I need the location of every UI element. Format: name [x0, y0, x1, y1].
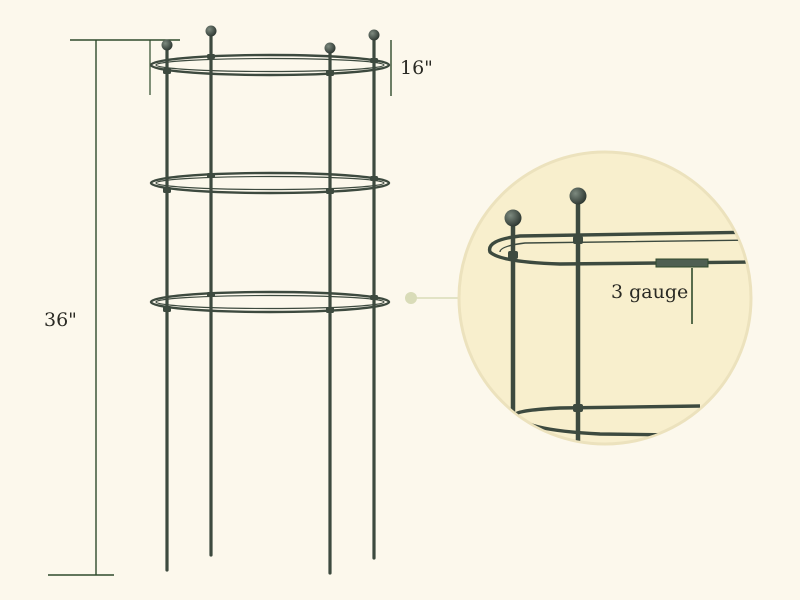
- plant-cage: [149, 25, 391, 575]
- cage-ball-cap-back-right: [368, 29, 380, 41]
- cage-ring-top: [149, 53, 391, 77]
- cage-ring-bottom: [149, 290, 391, 314]
- zoom-callout: 3 gauge: [457, 150, 753, 446]
- zoom-callout-circle: [457, 150, 753, 446]
- cage-ring-middle: [149, 171, 391, 195]
- wire-gauge-label: 3 gauge: [611, 281, 688, 303]
- height-dimension-label: 36": [44, 309, 77, 331]
- height-dimension: [48, 39, 180, 576]
- cage-ball-cap-front-right: [324, 42, 336, 54]
- zoom-ball-cap-back: [569, 187, 587, 205]
- cage-ball-cap-back-left: [205, 25, 217, 37]
- callout-connector: [405, 292, 460, 304]
- cage-ball-cap-front-left: [161, 39, 173, 51]
- zoom-ball-cap-front: [504, 209, 522, 227]
- ring-spacing-label: 16": [400, 57, 433, 79]
